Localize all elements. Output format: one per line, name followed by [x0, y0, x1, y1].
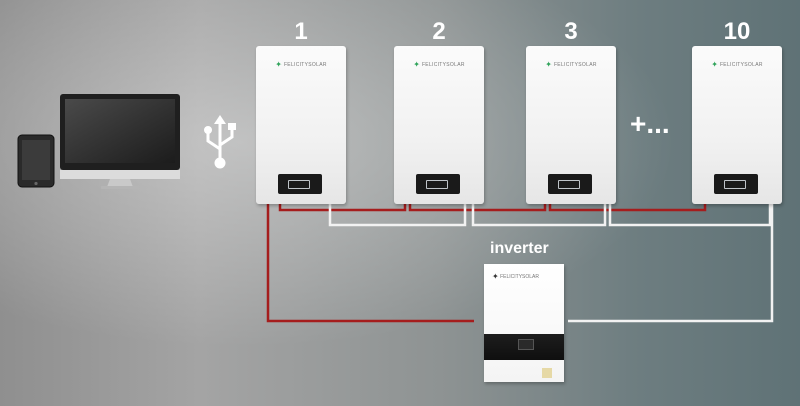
- battery-number-10: 10: [723, 18, 751, 45]
- battery-display: [548, 174, 592, 194]
- battery-unit-3: ✦ FELICITYSOLAR: [526, 46, 616, 204]
- battery-display: [714, 174, 758, 194]
- red-wire-bus-2-3: [408, 204, 547, 212]
- red-wire-to-inverter: [266, 204, 474, 323]
- battery-display: [278, 174, 322, 194]
- inverter-label: inverter: [490, 240, 549, 257]
- battery-display: [416, 174, 460, 194]
- more-batteries-label: +...: [630, 108, 670, 139]
- brand-logo: ✦ FELICITYSOLAR: [275, 60, 327, 69]
- battery-number-1: 1: [294, 18, 308, 45]
- white-wire-bus-1-2: [328, 204, 467, 227]
- computer-devices: [17, 94, 180, 189]
- monitor-icon: [60, 94, 180, 189]
- white-wire-bus-2-3: [471, 204, 607, 227]
- inverter-control-panel: [484, 334, 564, 360]
- white-wire-bus-3-10: [608, 204, 772, 227]
- battery-unit-1: ✦ FELICITYSOLAR: [256, 46, 346, 204]
- brand-logo: ✦ FELICITYSOLAR: [413, 60, 465, 69]
- battery-number-2: 2: [432, 18, 446, 45]
- white-wire-to-inverter: [568, 204, 774, 323]
- red-wire-bus-1-2: [278, 204, 407, 212]
- inverter-sticker: [542, 368, 552, 378]
- inverter-unit: ✦ FELICITYSOLAR: [484, 264, 564, 382]
- tablet-icon: [17, 134, 55, 188]
- red-wire-bus-3-10: [548, 204, 707, 212]
- brand-logo: ✦ FELICITYSOLAR: [545, 60, 597, 69]
- brand-logo: ✦ FELICITYSOLAR: [492, 272, 539, 281]
- battery-number-3: 3: [564, 18, 578, 45]
- battery-unit-2: ✦ FELICITYSOLAR: [394, 46, 484, 204]
- battery-unit-10: ✦ FELICITYSOLAR: [692, 46, 782, 204]
- usb-icon: [204, 115, 236, 169]
- brand-logo: ✦ FELICITYSOLAR: [711, 60, 763, 69]
